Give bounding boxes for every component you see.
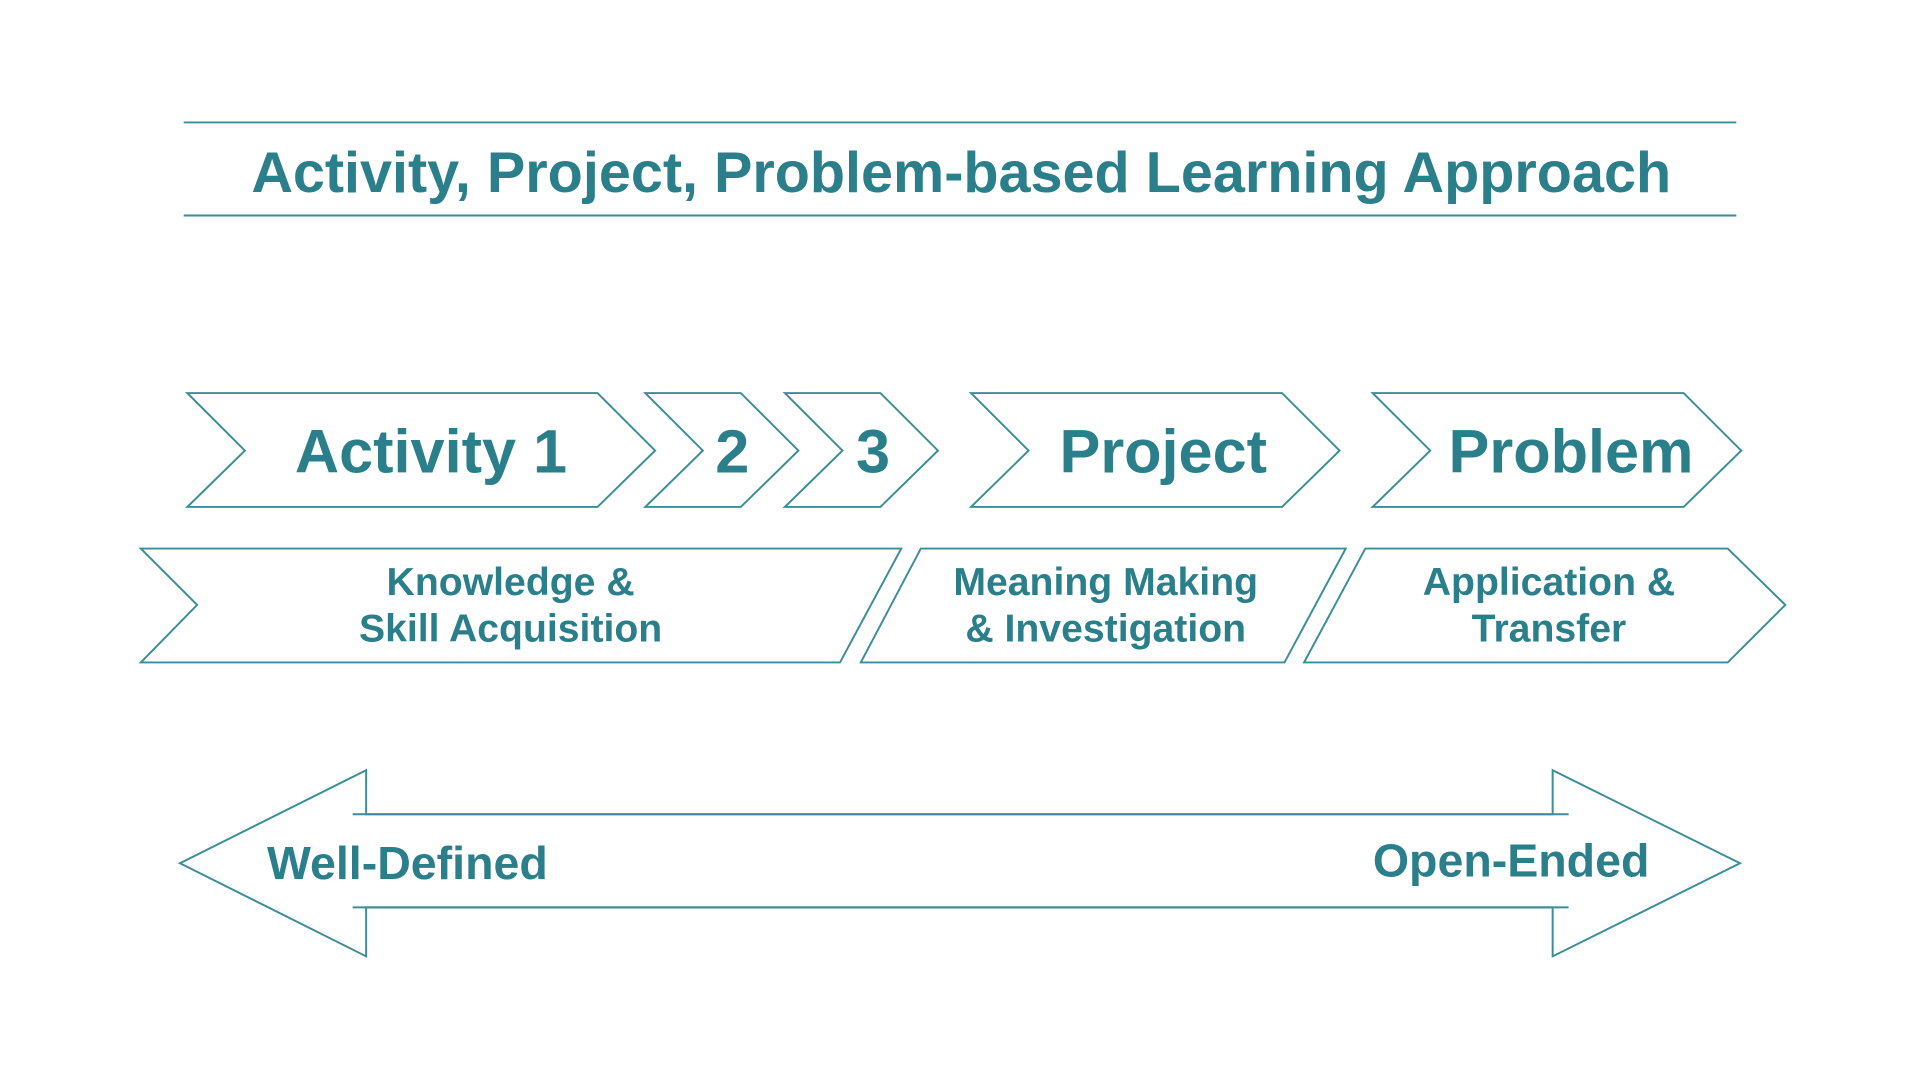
stage-chevrons: Activity 1 2 3 Project Problem [184,392,1743,508]
phase-knowledge [138,547,903,664]
title-block: Activity, Project, Problem-based Learnin… [183,121,1737,217]
double-arrow-icon [177,768,1743,958]
phase-knowledge-line1: Knowledge & [387,561,635,604]
phase-meaning [859,547,1348,664]
label-activity-3: 3 [856,418,890,486]
label-well-defined: Well-Defined [267,837,548,889]
chevron-project [968,392,1341,508]
chevron-activity-1 [184,392,657,508]
phase-meaning-line2: & Investigation [965,608,1246,651]
diagram-title: Activity, Project, Problem-based Learnin… [251,141,1671,205]
chevron-problem [1370,392,1743,508]
phase-application-line1: Application & [1423,561,1675,604]
label-problem: Problem [1449,418,1694,486]
label-project: Project [1059,418,1267,486]
phase-application [1302,547,1787,664]
label-activity-2: 2 [715,418,749,486]
phase-meaning-line1: Meaning Making [953,561,1258,604]
chevron-activity-3 [782,392,940,508]
chevron-activity-2 [642,392,800,508]
label-open-ended: Open-Ended [1373,835,1650,887]
phase-bands: Knowledge & Skill Acquisition Meaning Ma… [138,547,1787,664]
phase-knowledge-line2: Skill Acquisition [359,608,662,651]
spectrum-double-arrow: Well-Defined Open-Ended [177,768,1743,958]
label-activity-1: Activity 1 [295,418,567,486]
phase-application-line2: Transfer [1472,608,1627,651]
